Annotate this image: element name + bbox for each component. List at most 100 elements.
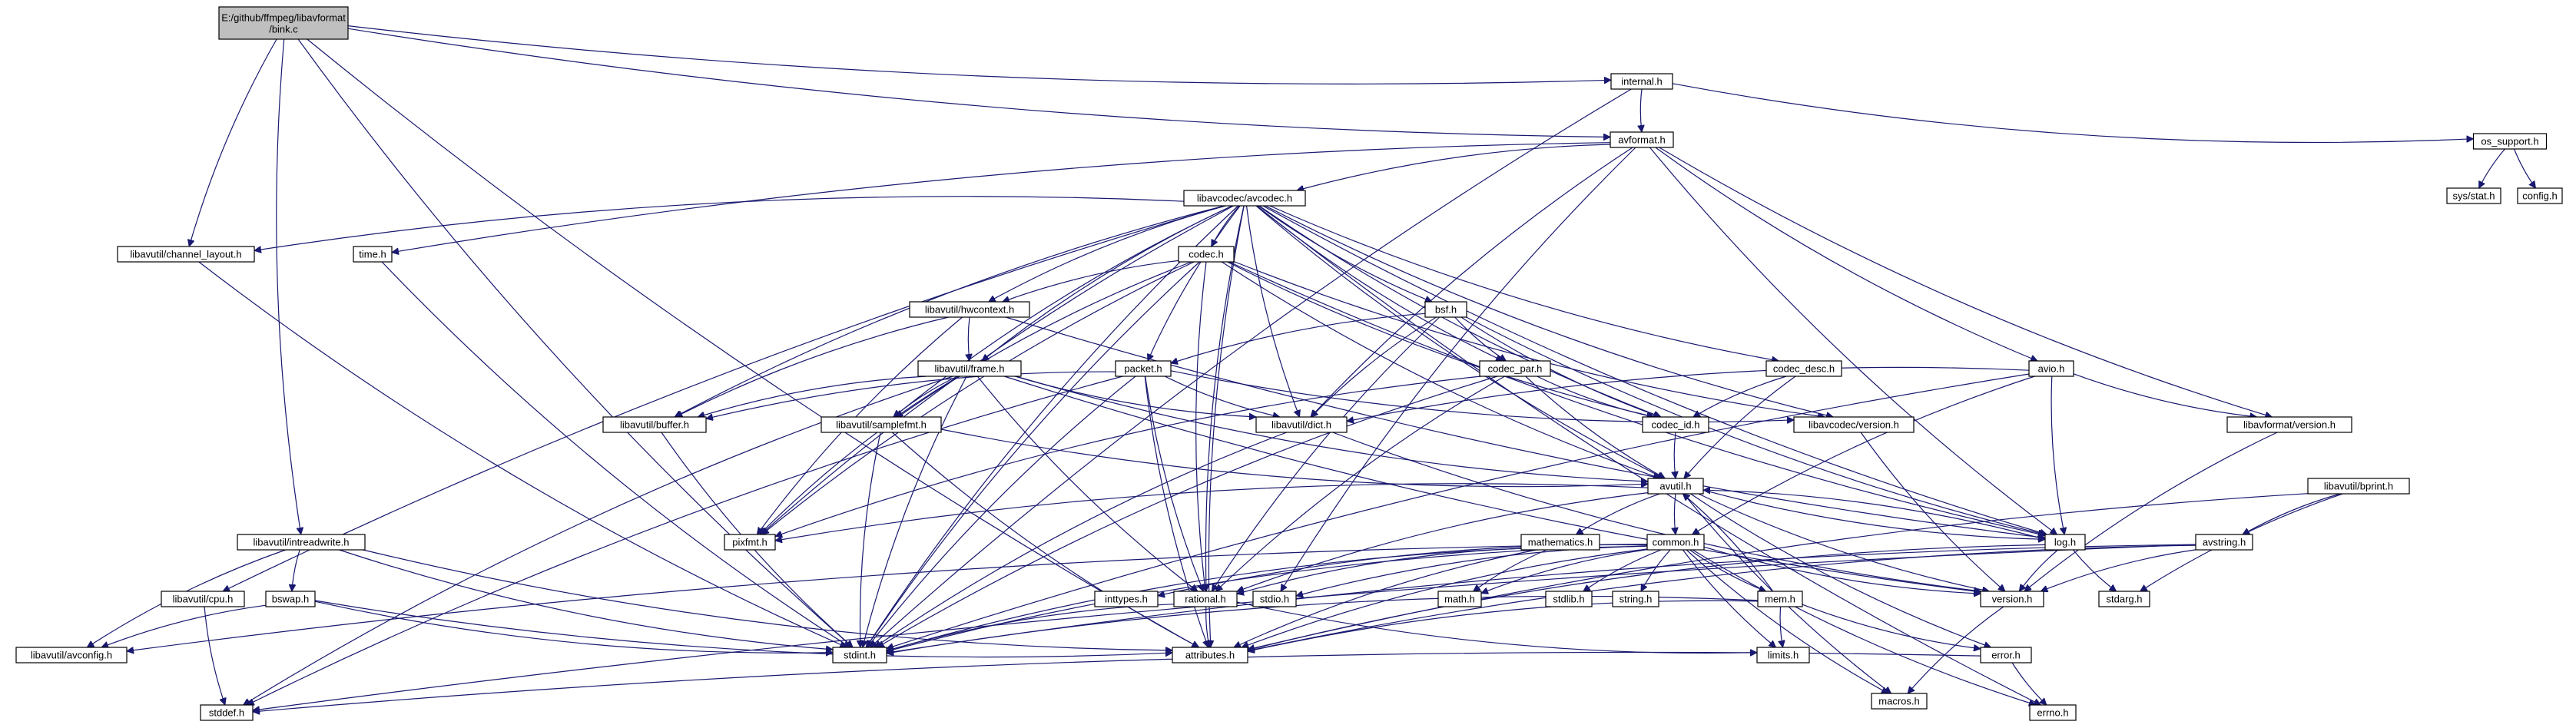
node-config-h[interactable]: config.h	[2517, 187, 2563, 204]
node-codec-id-h[interactable]: codec_id.h	[1642, 416, 1709, 433]
node-os-support-h[interactable]: os_support.h	[2472, 133, 2548, 150]
node-math-h[interactable]: math.h	[1437, 591, 1482, 607]
node-box	[1610, 73, 1673, 90]
node-e-github-ffmpeg-libavformat-bink-c[interactable]: E:/github/ffmpeg/libavformat/bink.c	[218, 6, 349, 40]
node-libavutil-hwcontext-h[interactable]: libavutil/hwcontext.h	[909, 301, 1030, 318]
node-libavformat-version-h[interactable]: libavformat/version.h	[2226, 416, 2352, 433]
edge-avcodec-to-hwcontext	[989, 205, 1226, 303]
node-label: bsf.h	[1435, 304, 1457, 316]
edge-intreadwrite-to-attributes	[363, 549, 1173, 650]
edge-codec-to-codec-id	[1227, 261, 1655, 417]
node-label: libavutil/frame.h	[934, 363, 1004, 375]
node-stdlib-h[interactable]: stdlib.h	[1545, 591, 1593, 607]
edge-bsf-to-codec-par	[1454, 316, 1507, 361]
node-label: stdio.h	[1260, 594, 1289, 605]
edge-avcodec-to-dict	[1245, 205, 1300, 417]
node-box	[1765, 360, 1842, 377]
node-label: codec_id.h	[1652, 419, 1700, 431]
node-label: stdlib.h	[1553, 594, 1584, 605]
node-box	[1255, 416, 1348, 433]
node-log-h[interactable]: log.h	[2044, 534, 2086, 551]
node-limits-h[interactable]: limits.h	[1756, 647, 1810, 663]
node-version-h[interactable]: version.h	[1980, 591, 2044, 607]
node-sys-stat-h[interactable]: sys/stat.h	[2446, 187, 2501, 204]
node-box	[724, 534, 776, 551]
node-internal-h[interactable]: internal.h	[1610, 73, 1673, 90]
edge-bsf-to-dict	[1311, 316, 1437, 417]
edge-os-support-to-config	[2513, 148, 2536, 188]
node-libavutil-avconfig-h[interactable]: libavutil/avconfig.h	[15, 647, 128, 663]
node-inttypes-h[interactable]: inttypes.h	[1094, 591, 1159, 607]
edge-log-to-attributes	[1248, 544, 2046, 650]
node-pixfmt-h[interactable]: pixfmt.h	[724, 534, 776, 551]
node-mathematics-h[interactable]: mathematics.h	[1520, 534, 1600, 551]
node-mem-h[interactable]: mem.h	[1757, 591, 1803, 607]
edge-frame-to-buffer	[698, 376, 927, 417]
node-avformat-h[interactable]: avformat.h	[1610, 131, 1674, 148]
node-errno-h[interactable]: errno.h	[2029, 704, 2077, 721]
node-libavutil-buffer-h[interactable]: libavutil/buffer.h	[602, 416, 707, 433]
node-common-h[interactable]: common.h	[1646, 534, 1705, 551]
edge-bink-to-chlayout	[189, 38, 277, 247]
node-box	[2446, 187, 2501, 204]
edge-avio-to-dict	[1347, 366, 2030, 421]
node-libavutil-frame-h[interactable]: libavutil/frame.h	[917, 360, 1022, 377]
node-box	[1610, 131, 1674, 148]
edge-bink-to-stdint	[297, 38, 853, 647]
node-libavutil-channel-layout-h[interactable]: libavutil/channel_layout.h	[117, 246, 255, 263]
node-stddef-h[interactable]: stddef.h	[200, 704, 254, 721]
edge-error-to-errno	[2011, 662, 2047, 705]
node-box	[2029, 704, 2077, 721]
node-libavutil-dict-h[interactable]: libavutil/dict.h	[1255, 416, 1348, 433]
node-error-h[interactable]: error.h	[1980, 647, 2032, 663]
node-bswap-h[interactable]: bswap.h	[265, 591, 316, 607]
node-packet-h[interactable]: packet.h	[1115, 360, 1172, 377]
node-box	[1094, 591, 1159, 607]
node-codec-desc-h[interactable]: codec_desc.h	[1765, 360, 1842, 377]
edge-frame-to-pixfmt	[760, 376, 960, 534]
node-box	[1980, 591, 2044, 607]
node-avio-h[interactable]: avio.h	[2028, 360, 2074, 377]
node-string-h[interactable]: string.h	[1612, 591, 1659, 607]
node-libavutil-samplefmt-h[interactable]: libavutil/samplefmt.h	[821, 416, 942, 433]
edge-bswap-to-attributes	[314, 600, 1172, 658]
node-box	[917, 360, 1022, 377]
node-stdarg-h[interactable]: stdarg.h	[2098, 591, 2150, 607]
node-libavcodec-avcodec-h[interactable]: libavcodec/avcodec.h	[1183, 190, 1306, 207]
node-codec-h[interactable]: codec.h	[1178, 246, 1235, 263]
node-libavutil-cpu-h[interactable]: libavutil/cpu.h	[161, 591, 245, 607]
node-label: math.h	[1444, 594, 1475, 605]
node-time-h[interactable]: time.h	[353, 246, 393, 263]
edge-lavc-version-to-version	[1860, 432, 2005, 591]
edge-common-to-attributes	[1242, 548, 1648, 647]
node-box	[2226, 416, 2352, 433]
node-avutil-h[interactable]: avutil.h	[1647, 478, 1704, 495]
node-label: stddef.h	[209, 707, 244, 719]
node-stdint-h[interactable]: stdint.h	[832, 647, 887, 663]
node-label: packet.h	[1124, 363, 1162, 375]
node-stdio-h[interactable]: stdio.h	[1252, 591, 1297, 607]
node-rational-h[interactable]: rational.h	[1173, 591, 1238, 607]
edge-bprint-to-attributes	[1248, 493, 2309, 650]
node-box	[1115, 360, 1172, 377]
node-label: libavutil/hwcontext.h	[925, 304, 1014, 316]
node-bsf-h[interactable]: bsf.h	[1424, 301, 1467, 318]
node-codec-par-h[interactable]: codec_par.h	[1479, 360, 1551, 377]
node-box	[602, 416, 707, 433]
node-box	[1612, 591, 1659, 607]
edge-codec-par-to-pixfmt	[775, 376, 1481, 537]
edge-bink-to-intreadwrite	[276, 38, 301, 534]
edge-bink-to-internal	[347, 25, 1611, 84]
edge-rational-to-attributes	[1206, 606, 1210, 647]
edge-frame-to-version	[1004, 376, 1981, 592]
node-libavcodec-version-h[interactable]: libavcodec/version.h	[1793, 416, 1915, 433]
node-attributes-h[interactable]: attributes.h	[1172, 647, 1248, 663]
node-label: sys/stat.h	[2453, 190, 2495, 202]
edge-avformat-to-time	[392, 142, 1611, 253]
edge-samplefmt-to-avutil	[940, 429, 1648, 487]
node-libavutil-bprint-h[interactable]: libavutil/bprint.h	[2307, 478, 2410, 495]
node-macros-h[interactable]: macros.h	[1871, 693, 1928, 710]
node-label: limits.h	[1768, 650, 1799, 661]
node-libavutil-intreadwrite-h[interactable]: libavutil/intreadwrite.h	[237, 534, 366, 551]
node-avstring-h[interactable]: avstring.h	[2195, 534, 2253, 551]
